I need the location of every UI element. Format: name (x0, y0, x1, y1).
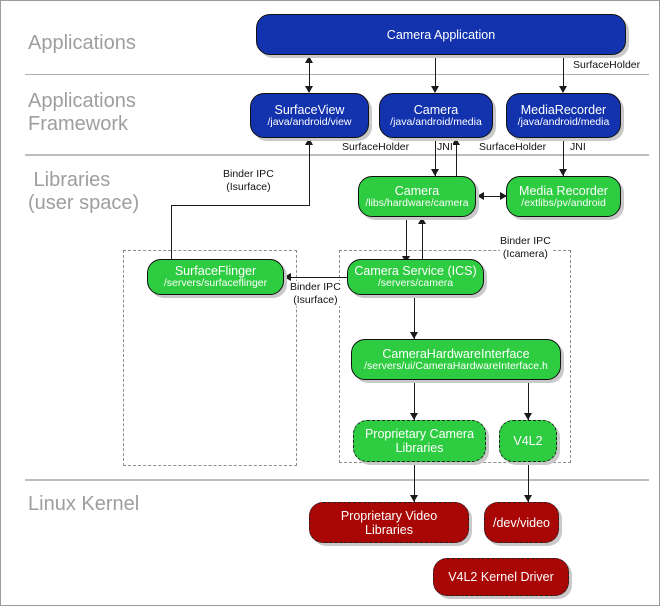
edge-chi-to-v4l2-arrow (524, 413, 532, 420)
node-proprietary-camera-libraries-title: Proprietary Camera (364, 427, 475, 441)
edge-label-binder-ipc-icamera: Binder IPC (Icamera) (500, 235, 551, 260)
edge-camera-mediarecorder-arrow-right (500, 192, 507, 200)
node-v4l2-kernel-driver[interactable]: V4L2 Kernel Driver (433, 558, 569, 596)
edge-v4l2-to-dev-video-arrow (524, 495, 532, 502)
node-camera-application[interactable]: Camera Application (256, 14, 626, 55)
edge-camera-mediarecorder (477, 196, 507, 197)
edge-label-binder-ipc-isurface-top: Binder IPC (Isurface) (223, 168, 274, 193)
edge-label-binder-ipc-isurface-service: Binder IPC (Isurface) (290, 281, 341, 306)
node-media-recorder-lib[interactable]: Media Recorder /extlibs/pv/android (506, 176, 621, 217)
edge-camera-fw-to-lib-arrow (431, 169, 439, 176)
node-camera-lib-title: Camera (394, 183, 440, 198)
divider-framework (25, 154, 649, 156)
region-camera-service-group (339, 250, 571, 463)
edge-binder-elbow-v (171, 205, 172, 282)
edge-camera-fw-to-lib (435, 138, 436, 176)
region-surfaceflinger-group (123, 250, 297, 466)
edge-camera-mediarecorder-arrow-left (477, 192, 484, 200)
node-proprietary-camera-libraries[interactable]: Proprietary Camera Libraries (353, 420, 486, 462)
node-camera-framework-subtitle: /java/android/media (390, 115, 482, 128)
node-proprietary-video-libraries-title: Proprietary Video (340, 508, 438, 523)
node-dev-video-title: /dev/video (493, 515, 550, 530)
edge-service-to-surfaceflinger (289, 277, 347, 278)
node-surfaceview-subtitle: /java/android/view (267, 115, 352, 128)
edge-proprietary-camera-to-video-arrow (410, 495, 418, 502)
edge-chi-to-v4l2 (528, 380, 529, 420)
node-camera-framework[interactable]: Camera /java/android/media (379, 93, 493, 138)
edge-surfaceview-binder-arrow (305, 138, 313, 145)
edge-label-surfaceholder-mediarecorder: SurfaceHolder (479, 141, 547, 154)
node-proprietary-camera-libraries-subtitle: Libraries (395, 441, 444, 455)
node-mediarecorder-subtitle: /java/android/media (517, 115, 610, 128)
edge-label-surfaceholder-app: SurfaceHolder (573, 59, 641, 72)
edge-label-jni-mediarecorder: JNI (570, 141, 586, 154)
node-mediarecorder[interactable]: MediaRecorder /java/android/media (506, 93, 621, 138)
edge-app-mediarecorder-arrow (559, 86, 567, 93)
edge-service-to-chi-arrow (410, 332, 418, 339)
edge-surfaceview-binder (309, 138, 310, 206)
node-surfaceview[interactable]: SurfaceView /java/android/view (250, 93, 369, 138)
divider-libraries (25, 479, 649, 481)
node-surfaceflinger-title: SurfaceFlinger (174, 264, 257, 279)
node-camera-service[interactable]: Camera Service (ICS) /servers/camera (347, 259, 484, 295)
node-proprietary-video-libraries-subtitle: Libraries (365, 522, 413, 537)
node-surfaceflinger-subtitle: /servers/surfaceflinger (163, 277, 268, 290)
edge-service-to-surfaceflinger-arrow (284, 273, 291, 281)
node-camera-lib[interactable]: Camera /libs/hardware/camera (358, 176, 476, 217)
node-media-recorder-lib-title: Media Recorder (519, 183, 608, 198)
node-camera-service-title: Camera Service (ICS) (354, 264, 477, 279)
edge-v4l2-to-dev-video (528, 462, 529, 502)
section-label-applications: Applications (28, 32, 136, 54)
edge-chi-to-proprietary-camera-arrow (410, 413, 418, 420)
edge-mediarecorder-to-lib-arrow (559, 169, 567, 176)
edge-proprietary-camera-to-video (414, 462, 415, 502)
edge-app-camera-arrow (431, 86, 439, 93)
node-v4l2-title: V4L2 (513, 434, 543, 448)
edge-camera-service-to-lib-arrow (418, 217, 426, 224)
node-mediarecorder-title: MediaRecorder (520, 102, 607, 117)
node-surfaceflinger[interactable]: SurfaceFlinger /servers/surfaceflinger (147, 259, 284, 295)
edge-mediarecorder-to-lib (563, 138, 564, 176)
section-label-libraries: Libraries (user space) (28, 169, 140, 214)
node-camera-service-subtitle: /servers/camera (377, 277, 454, 290)
edge-service-to-chi (414, 295, 415, 339)
node-camera-hardware-interface-title: CameraHardwareInterface (382, 346, 530, 361)
node-camera-lib-subtitle: /libs/hardware/camera (365, 196, 469, 209)
edge-camera-service-to-lib (422, 217, 423, 263)
node-dev-video[interactable]: /dev/video (484, 502, 559, 543)
node-camera-hardware-interface[interactable]: CameraHardwareInterface /servers/ui/Came… (351, 339, 561, 380)
edge-label-surfaceholder-camera: SurfaceHolder (342, 141, 410, 154)
edge-app-surfaceview-arrow-down (305, 86, 313, 93)
edge-camera-lib-to-fw (456, 138, 457, 176)
edge-binder-elbow-h (171, 205, 310, 206)
section-label-linux-kernel: Linux Kernel (28, 493, 140, 515)
section-label-applications-framework: Applications Framework (28, 90, 136, 135)
node-camera-hardware-interface-subtitle: /servers/ui/CameraHardwareInterface.h (364, 359, 548, 372)
edge-chi-to-proprietary-camera (414, 380, 415, 420)
edge-app-mediarecorder (563, 56, 564, 92)
node-camera-framework-title: Camera (413, 102, 459, 117)
edge-label-jni-camera: JNI (437, 141, 453, 154)
edge-camera-lib-to-fw-arrow (452, 138, 460, 145)
divider-applications (25, 74, 649, 75)
edge-camera-lib-to-service (406, 217, 407, 263)
node-media-recorder-lib-subtitle: /extlibs/pv/android (521, 196, 606, 209)
node-v4l2[interactable]: V4L2 (499, 420, 557, 462)
edge-app-surfaceview-arrow-up (305, 56, 313, 63)
node-camera-application-title: Camera Application (386, 27, 496, 42)
node-v4l2-kernel-driver-title: V4L2 Kernel Driver (448, 570, 554, 584)
edge-app-camera (435, 56, 436, 92)
edge-app-surfaceview (309, 56, 310, 92)
node-surfaceview-title: SurfaceView (274, 102, 345, 117)
node-proprietary-video-libraries[interactable]: Proprietary Video Libraries (309, 502, 469, 543)
